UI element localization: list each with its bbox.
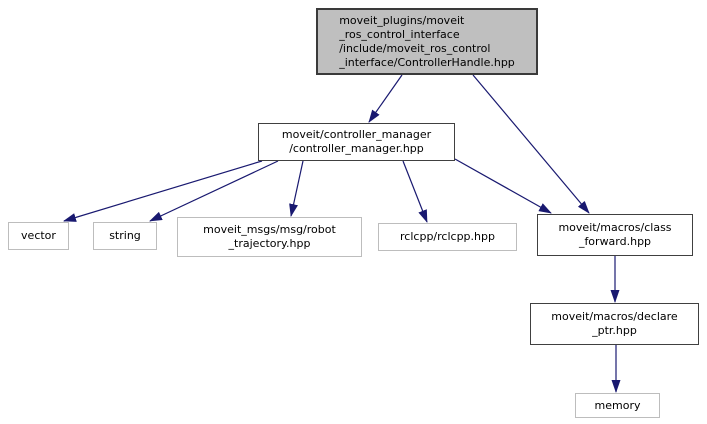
node-string[interactable]: string xyxy=(93,222,157,250)
node-robot-trajectory-hpp-label: moveit_msgs/msg/robot _trajectory.hpp xyxy=(203,223,336,250)
edge-controller-manager-to-robot-trajectory-arrow xyxy=(289,160,304,217)
node-string-label: string xyxy=(109,229,141,242)
node-controller-manager-hpp[interactable]: moveit/controller_manager /controller_ma… xyxy=(258,123,455,161)
node-controller-handle-hpp-label: moveit_plugins/moveit _ros_control_inter… xyxy=(339,13,515,69)
node-controller-handle-hpp[interactable]: moveit_plugins/moveit _ros_control_inter… xyxy=(316,8,538,75)
node-controller-manager-hpp-label: moveit/controller_manager /controller_ma… xyxy=(281,128,432,155)
edge-controller-manager-to-vector-arrow xyxy=(63,160,263,222)
edge-controller-manager-to-string-arrow xyxy=(149,160,279,222)
node-vector[interactable]: vector xyxy=(8,222,69,250)
node-memory[interactable]: memory xyxy=(575,393,660,418)
node-vector-label: vector xyxy=(21,229,56,242)
edge-main-to-class-forward-arrow xyxy=(472,74,590,214)
node-rclcpp-hpp[interactable]: rclcpp/rclcpp.hpp xyxy=(378,223,517,251)
node-declare-ptr-hpp[interactable]: moveit/macros/declare _ptr.hpp xyxy=(530,303,699,345)
node-declare-ptr-hpp-label: moveit/macros/declare _ptr.hpp xyxy=(551,310,678,337)
edge-main-to-controller-manager-arrow xyxy=(368,74,403,123)
node-rclcpp-hpp-label: rclcpp/rclcpp.hpp xyxy=(400,230,495,243)
node-class-forward-hpp[interactable]: moveit/macros/class _forward.hpp xyxy=(537,214,693,256)
edge-controller-manager-to-class-forward-arrow xyxy=(454,158,552,214)
node-robot-trajectory-hpp[interactable]: moveit_msgs/msg/robot _trajectory.hpp xyxy=(177,217,362,257)
node-memory-label: memory xyxy=(594,398,641,412)
node-class-forward-hpp-label: moveit/macros/class _forward.hpp xyxy=(558,221,672,248)
edge-controller-manager-to-rclcpp-arrow xyxy=(402,160,428,223)
